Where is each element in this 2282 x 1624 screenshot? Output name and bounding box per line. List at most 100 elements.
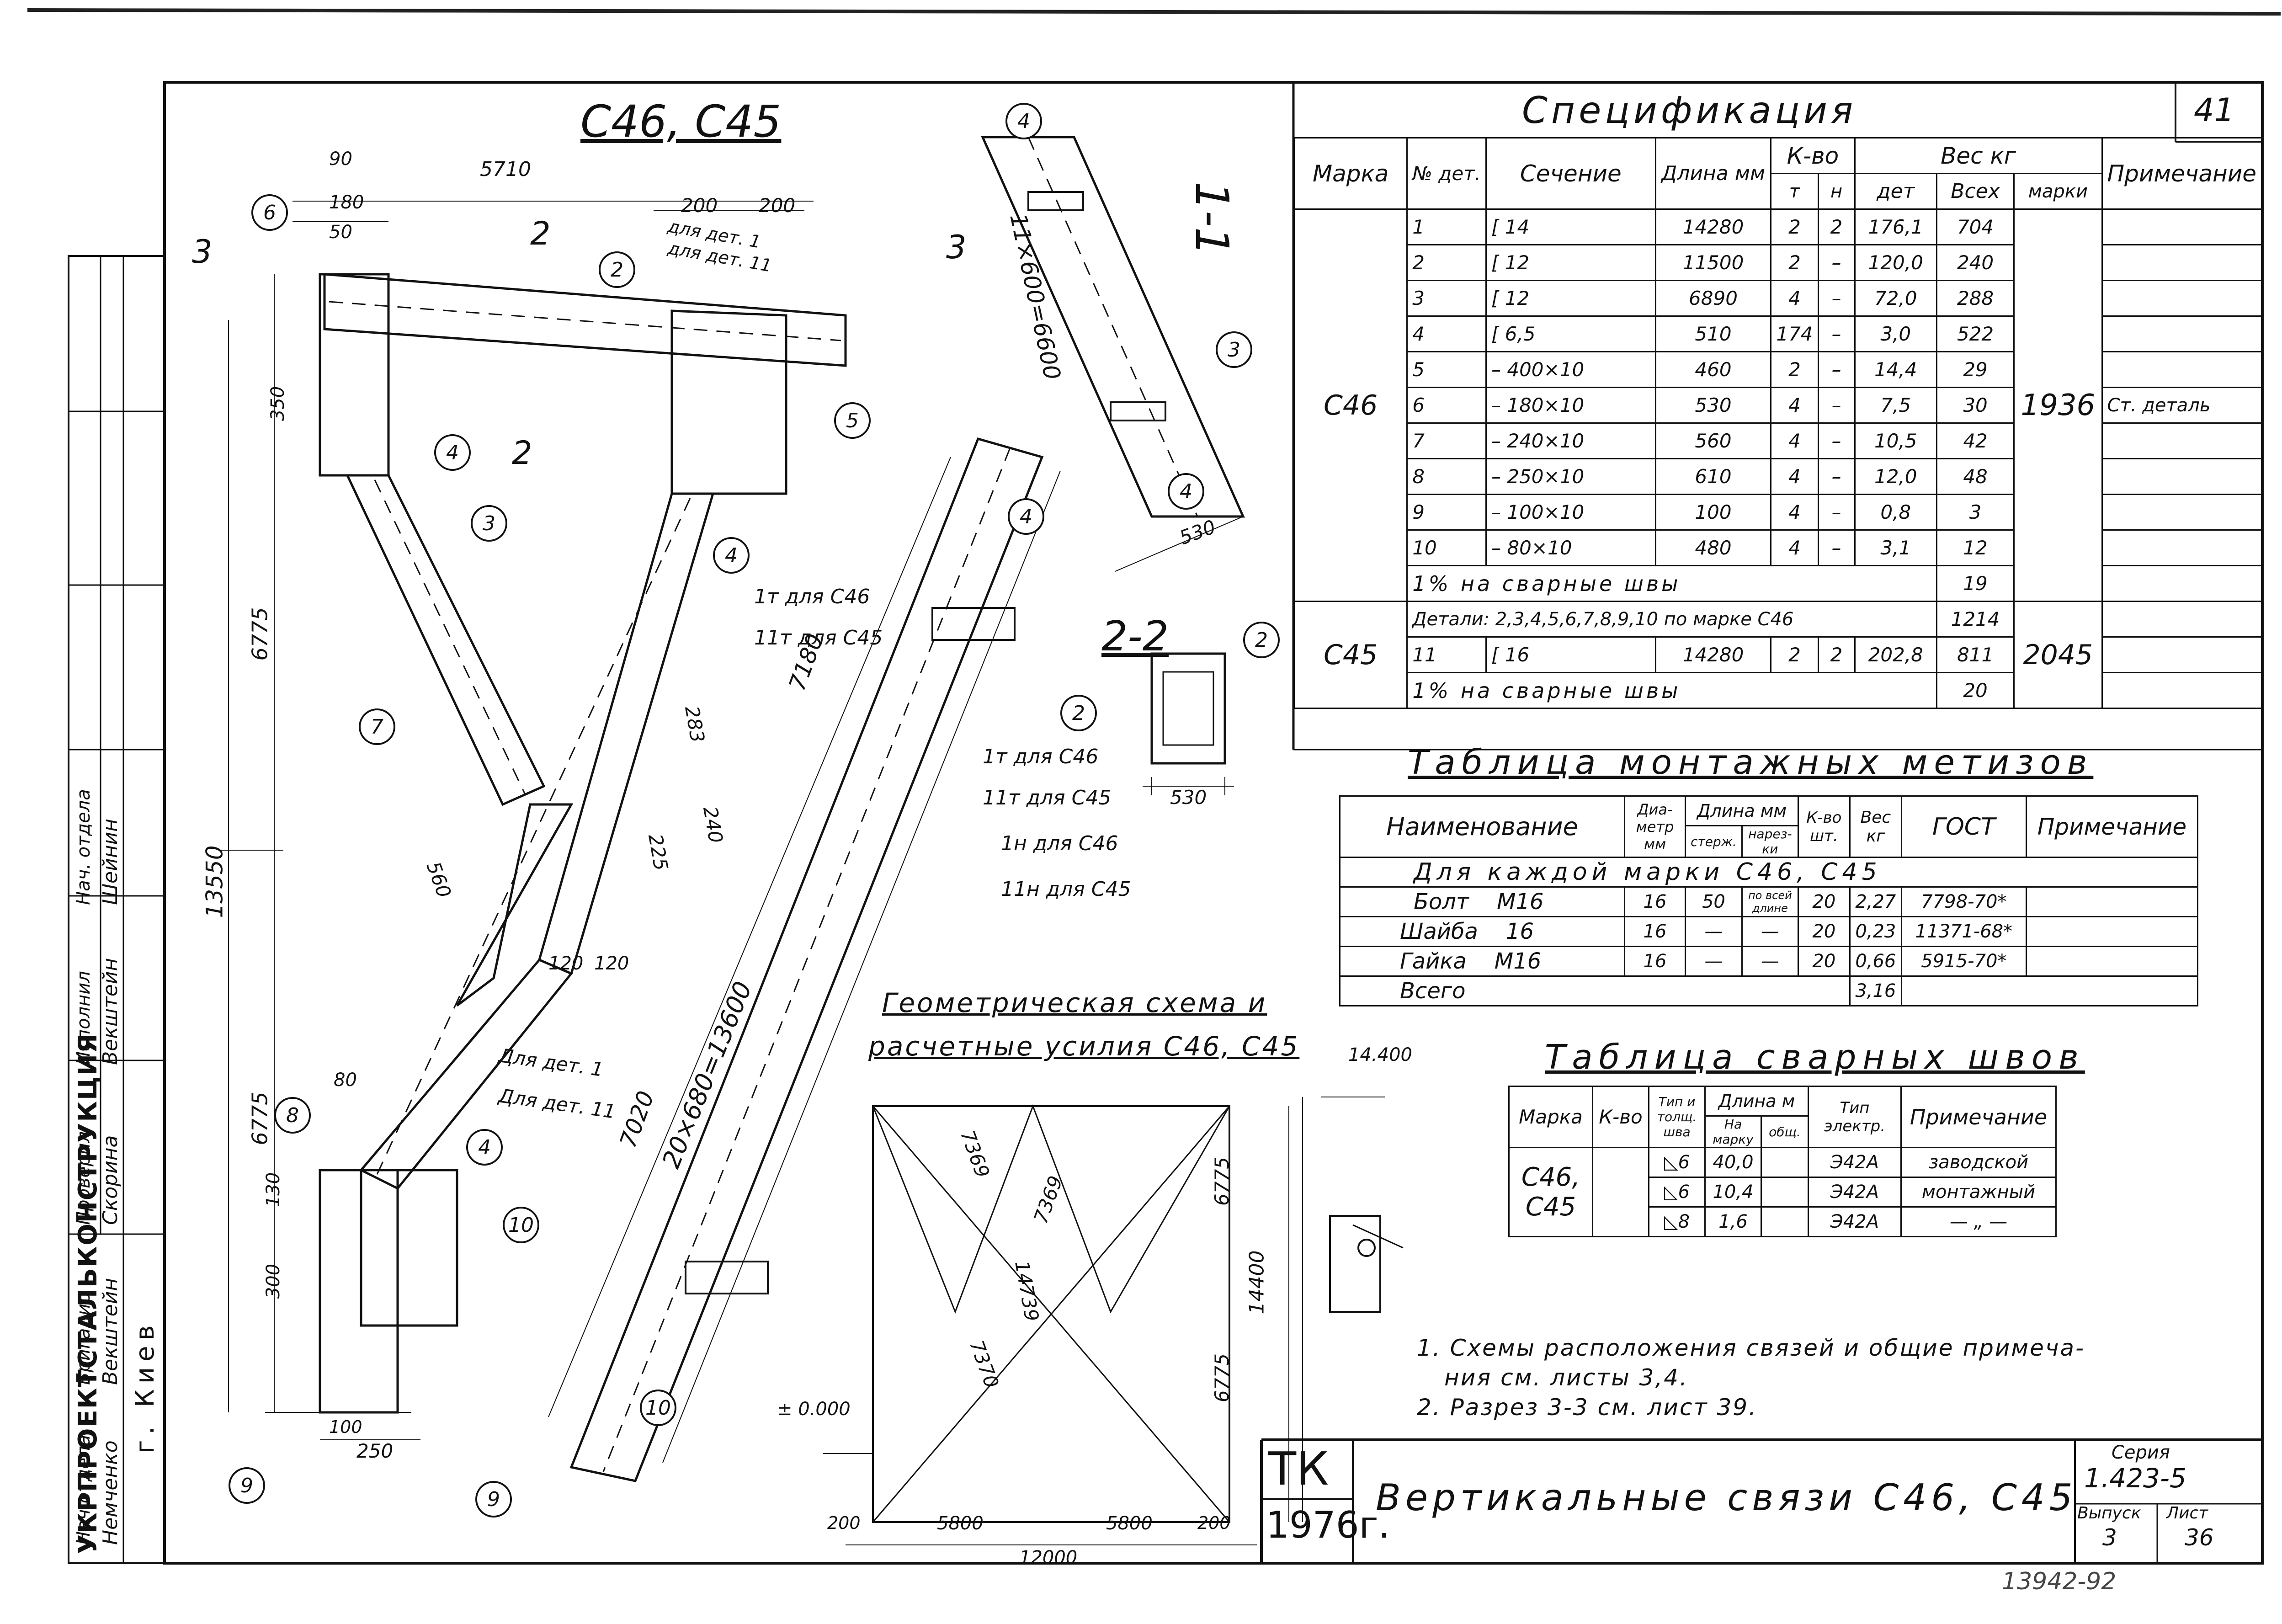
dim-300: 300 (263, 1263, 284, 1299)
spec-cell: 11 (1406, 636, 1487, 673)
spec-cell: 4 (1770, 529, 1819, 566)
weld-type-cell: ◺8 (1648, 1206, 1706, 1237)
svg-text:3: 3 (483, 512, 495, 535)
metiz-h-len: Длина мм (1685, 795, 1799, 826)
spec-h-n: н (1817, 173, 1856, 210)
metiz-cell: 16 (1624, 946, 1686, 977)
spec-cell: 522 (1936, 315, 2015, 352)
callout-1t-c46-b: 1т для С46 (983, 745, 1099, 768)
spec-cell: 14280 (1654, 208, 1772, 245)
metiz-size: 16 (1505, 919, 1534, 944)
metiz-h-dia: Диа-метр мм (1624, 795, 1686, 858)
metiz-cell: 16 (1624, 886, 1686, 917)
weld-cell: 10,4 (1704, 1177, 1762, 1208)
spec-cell: – (1817, 529, 1856, 566)
spec-cell: [ 16 (1485, 636, 1656, 673)
elevation-c46-c45 (219, 201, 847, 1440)
spec-cell: – (1817, 280, 1856, 317)
metiz-table: Наименование Диа-метр мм Длина мм К-во ш… (1339, 795, 2199, 1006)
spec-cell: – 400×10 (1485, 351, 1656, 388)
section-1-1-label: 1-1 (1185, 181, 1239, 256)
metiz-row-name: Гайка М16 (1339, 946, 1625, 977)
spec-cell: 176,1 (1854, 208, 1937, 245)
spec-cell-empty (2101, 280, 2263, 317)
metiz-cell: 2,27 (1849, 886, 1902, 917)
weld-h-na-marku: На марку (1704, 1115, 1762, 1148)
spec-cell: 610 (1654, 458, 1772, 495)
metiz-cell: 20 (1797, 916, 1851, 947)
spec-c46-weight: 1936 (2013, 208, 2103, 602)
spec-cell-empty (2101, 422, 2263, 459)
spec-cell: [ 14 (1485, 208, 1656, 245)
tb-sheet-val: 36 (2185, 1524, 2214, 1551)
callout-1t-c46: 1т для С46 (754, 585, 870, 608)
spec-cell: 2 (1770, 351, 1819, 388)
spec-cell-empty (2101, 672, 2263, 709)
spec-cell: 4 (1770, 458, 1819, 495)
dim-13550: 13550 (201, 845, 228, 918)
metiz-h-note: Примечание (2025, 795, 2199, 858)
section-2-2-label: 2-2 (1101, 612, 1169, 660)
svg-text:10: 10 (645, 1396, 671, 1420)
metiz-h-name: Наименование (1339, 795, 1625, 858)
weld-marks: С46, С45 (1508, 1147, 1593, 1237)
spec-cell: 9 (1406, 494, 1487, 531)
spec-mark-c46: С46 (1293, 208, 1408, 602)
dim-350: 350 (267, 386, 289, 421)
spec-cell: 704 (1936, 208, 2015, 245)
spec-cell-empty (2101, 458, 2263, 495)
metiz-cell: 7798-70* (1900, 886, 2027, 917)
spec-h-det: дет (1854, 173, 1937, 210)
weld-triangle-icon: ◺ (1664, 1211, 1678, 1232)
spec-cell: [ 12 (1485, 244, 1656, 281)
svg-text:4: 4 (725, 544, 738, 567)
spec-cell: 12 (1936, 529, 2015, 566)
spec-cell-empty (2101, 244, 2263, 281)
spec-welds-c46: 1% на сварные швы (1406, 565, 1937, 602)
geom-edge-left: 200 (827, 1513, 861, 1533)
dim-100: 100 (329, 1417, 362, 1437)
spec-cell: 5 (1406, 351, 1487, 388)
spec-cell: 14280 (1654, 636, 1772, 673)
dim-250: 250 (356, 1440, 394, 1462)
note-1: 1. Схемы расположения связей и общие при… (1417, 1335, 2085, 1361)
spec-cell-empty (2101, 208, 2263, 245)
tb-tk: ТК (1268, 1442, 1329, 1496)
metiz-name: Гайка (1400, 948, 1467, 974)
spec-cell: – (1817, 494, 1856, 531)
weld-cell: — „ — (1900, 1206, 2057, 1237)
svg-text:4: 4 (446, 441, 459, 464)
callout-11h-c45: 11н для С45 (1001, 878, 1131, 901)
spec-cell: 480 (1654, 529, 1772, 566)
dim-120-a: 120 (548, 953, 584, 974)
spec-cell-empty (2101, 529, 2263, 566)
svg-text:10: 10 (508, 1214, 534, 1237)
metiz-cell: 0,66 (1849, 946, 1902, 977)
metiz-cell: — (1741, 916, 1799, 947)
metiz-h-rod: стерж. (1685, 825, 1743, 858)
spec-welds-c45: 1% на сварные швы (1406, 672, 1937, 709)
geom-half-right: 5800 (1106, 1513, 1153, 1534)
metiz-name: Шайба (1400, 919, 1478, 944)
geom-height-total: 14400 (1245, 1250, 1269, 1315)
spec-cell: 174 (1770, 315, 1819, 352)
svg-text:9: 9 (240, 1474, 253, 1497)
spec-cell: 288 (1936, 280, 2015, 317)
weld-type: 6 (1678, 1182, 1690, 1203)
geom-level-top: 14.400 (1348, 1044, 1412, 1065)
spec-details-line: Детали: 2,3,4,5,6,7,8,9,10 по марке С46 (1406, 601, 1937, 638)
spec-cell: 10,5 (1854, 422, 1937, 459)
metiz-size: М16 (1496, 889, 1544, 915)
cut-3-right: 3 (946, 229, 967, 266)
metiz-total-label: Всего (1339, 975, 1851, 1006)
spec-cell: 3 (1406, 280, 1487, 317)
spec-cell: – 250×10 (1485, 458, 1656, 495)
spec-cell: 100 (1654, 494, 1772, 531)
svg-text:2: 2 (1255, 628, 1268, 652)
tb-title: Вертикальные связи С46, С45 (1376, 1476, 2077, 1519)
spec-cell: – 240×10 (1485, 422, 1656, 459)
spec-cell: 7 (1406, 422, 1487, 459)
spec-cell: 42 (1936, 422, 2015, 459)
weld-type-cell: ◺6 (1648, 1147, 1706, 1178)
weld-triangle-icon: ◺ (1664, 1182, 1678, 1203)
